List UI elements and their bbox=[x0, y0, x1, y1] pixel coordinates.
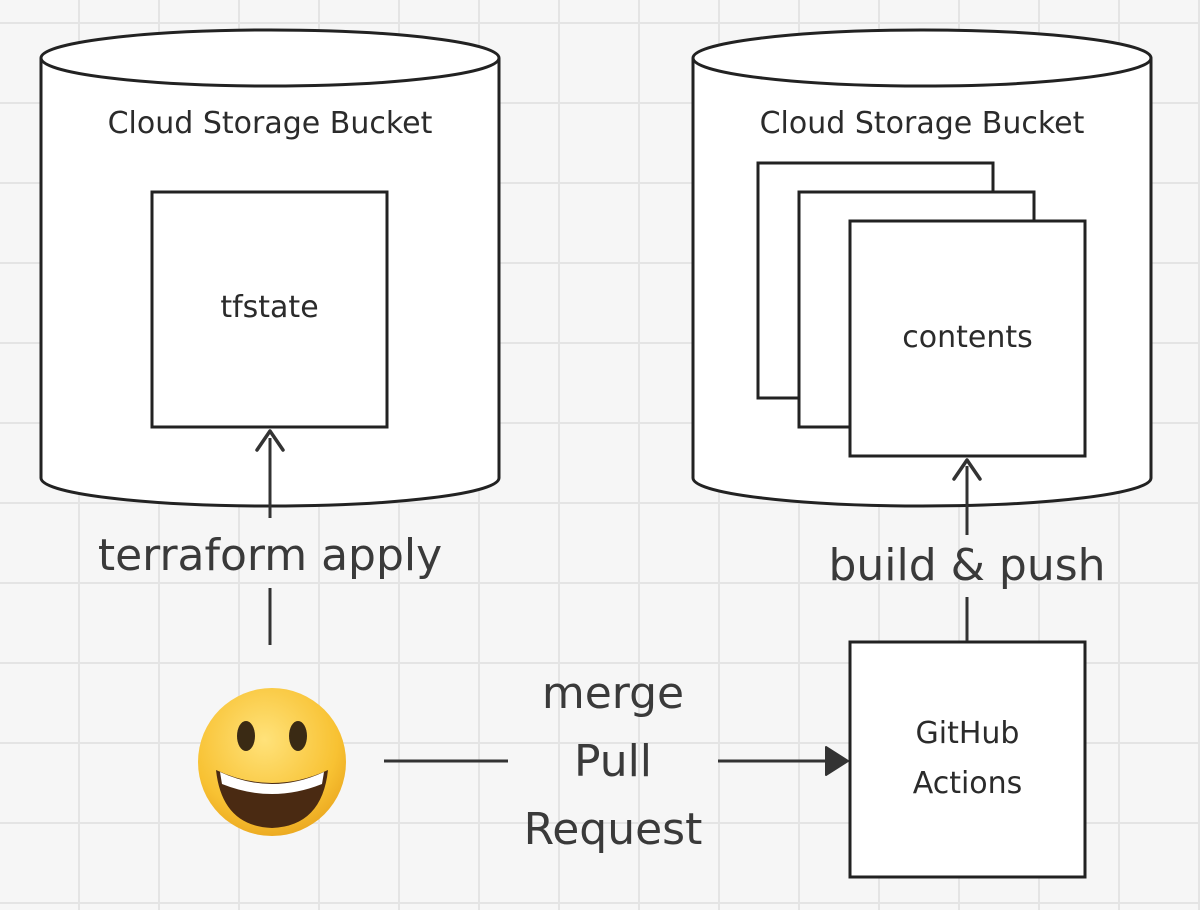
contents-label: contents bbox=[902, 320, 1033, 355]
terraform-apply-label: terraform apply bbox=[97, 530, 443, 581]
contents-box[interactable] bbox=[848, 219, 1087, 458]
merge-label: merge bbox=[541, 668, 685, 719]
left-bucket-title: Cloud Storage Bucket bbox=[107, 106, 433, 141]
tfstate-label: tfstate bbox=[220, 290, 319, 325]
grinning-face-icon bbox=[198, 688, 346, 836]
build-push-arrow[interactable] bbox=[952, 458, 982, 641]
github-actions-box[interactable] bbox=[848, 640, 1087, 879]
github-actions-line1: GitHub bbox=[915, 716, 1020, 751]
request-label: Request bbox=[523, 804, 703, 855]
terraform-apply-arrow[interactable] bbox=[255, 429, 285, 645]
pull-label: Pull bbox=[573, 736, 653, 787]
merge-pull-request-arrow[interactable] bbox=[384, 746, 849, 776]
build-push-label: build & push bbox=[828, 540, 1106, 591]
github-actions-line2: Actions bbox=[912, 766, 1023, 801]
tfstate-box[interactable] bbox=[150, 190, 389, 429]
right-bucket-title: Cloud Storage Bucket bbox=[759, 106, 1085, 141]
